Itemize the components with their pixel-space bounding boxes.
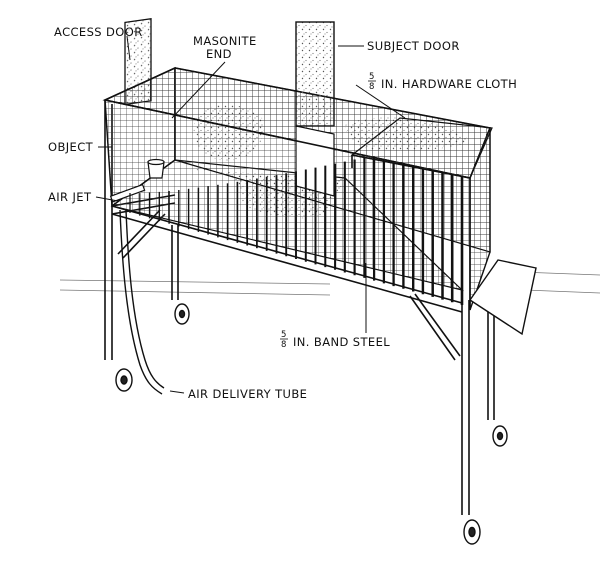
slide-out-tray	[469, 259, 537, 336]
label-band-steel-group: 5 8 IN. BAND STEEL	[280, 330, 390, 350]
hardware-cloth-panel	[350, 117, 493, 179]
label-air-jet: AIR JET	[48, 190, 92, 204]
air-delivery-tube	[119, 209, 165, 395]
label-hardware-cloth-group: 5 8 IN. HARDWARE CLOTH	[368, 72, 517, 92]
label-air-delivery-tube: AIR DELIVERY TUBE	[188, 387, 307, 401]
fraction-denominator: 8	[281, 340, 287, 350]
air-jet	[109, 183, 146, 203]
label-subject-door: SUBJECT DOOR	[367, 39, 460, 53]
label-masonite: MASONITE	[193, 34, 257, 48]
caster-wheels	[115, 303, 508, 545]
band-steel-bars	[129, 156, 464, 305]
fraction-numerator: 5	[369, 72, 375, 82]
object-cup	[147, 158, 165, 179]
subject-door	[295, 21, 335, 127]
fraction-denominator: 8	[369, 82, 375, 92]
label-band-steel: IN. BAND STEEL	[293, 335, 390, 349]
label-masonite-end: END	[206, 47, 232, 61]
fraction-numerator: 5	[281, 330, 287, 340]
label-access-door: ACCESS DOOR	[54, 25, 143, 39]
label-object: OBJECT	[48, 140, 94, 154]
label-hardware-cloth: IN. HARDWARE CLOTH	[381, 77, 517, 91]
leader-lines	[95, 35, 406, 394]
